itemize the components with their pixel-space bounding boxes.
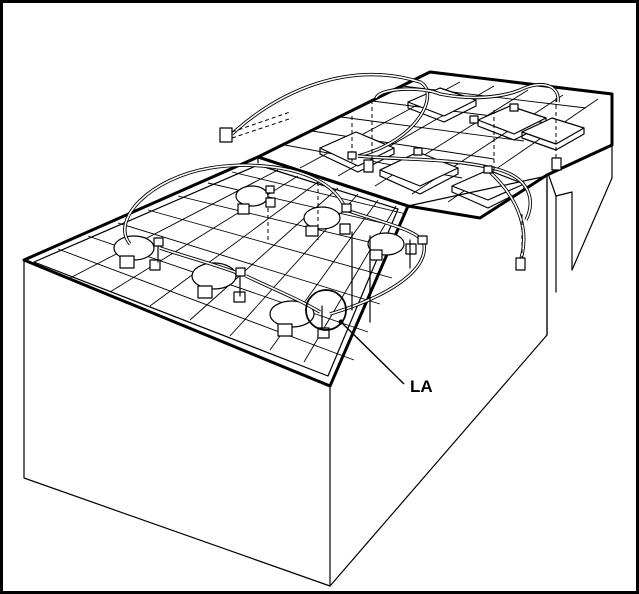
front-right-wall (329, 175, 548, 587)
unit-front-4 (235, 185, 276, 215)
front-left-wall (23, 259, 331, 587)
callout-leader (340, 321, 405, 385)
wiring-cables (123, 73, 560, 316)
callout-circle (305, 289, 347, 331)
unit-front-1 (113, 235, 161, 271)
vertical-drops (157, 98, 557, 329)
controller-box (219, 111, 293, 143)
unit-front-6 (367, 232, 417, 261)
back-roof-outline (256, 70, 614, 220)
connector-boxes (153, 103, 562, 277)
front-back-wall-top (407, 175, 548, 207)
front-building-section (22, 155, 548, 587)
rooftop-unit-back-4 (407, 87, 477, 123)
unit-front-5 (303, 206, 351, 237)
unit-front-3 (269, 300, 330, 339)
callout-label: LA (410, 377, 433, 396)
rooftop-unit-back-1 (319, 131, 395, 173)
back-right-wall (548, 144, 613, 271)
callout-la: LA (305, 289, 433, 396)
